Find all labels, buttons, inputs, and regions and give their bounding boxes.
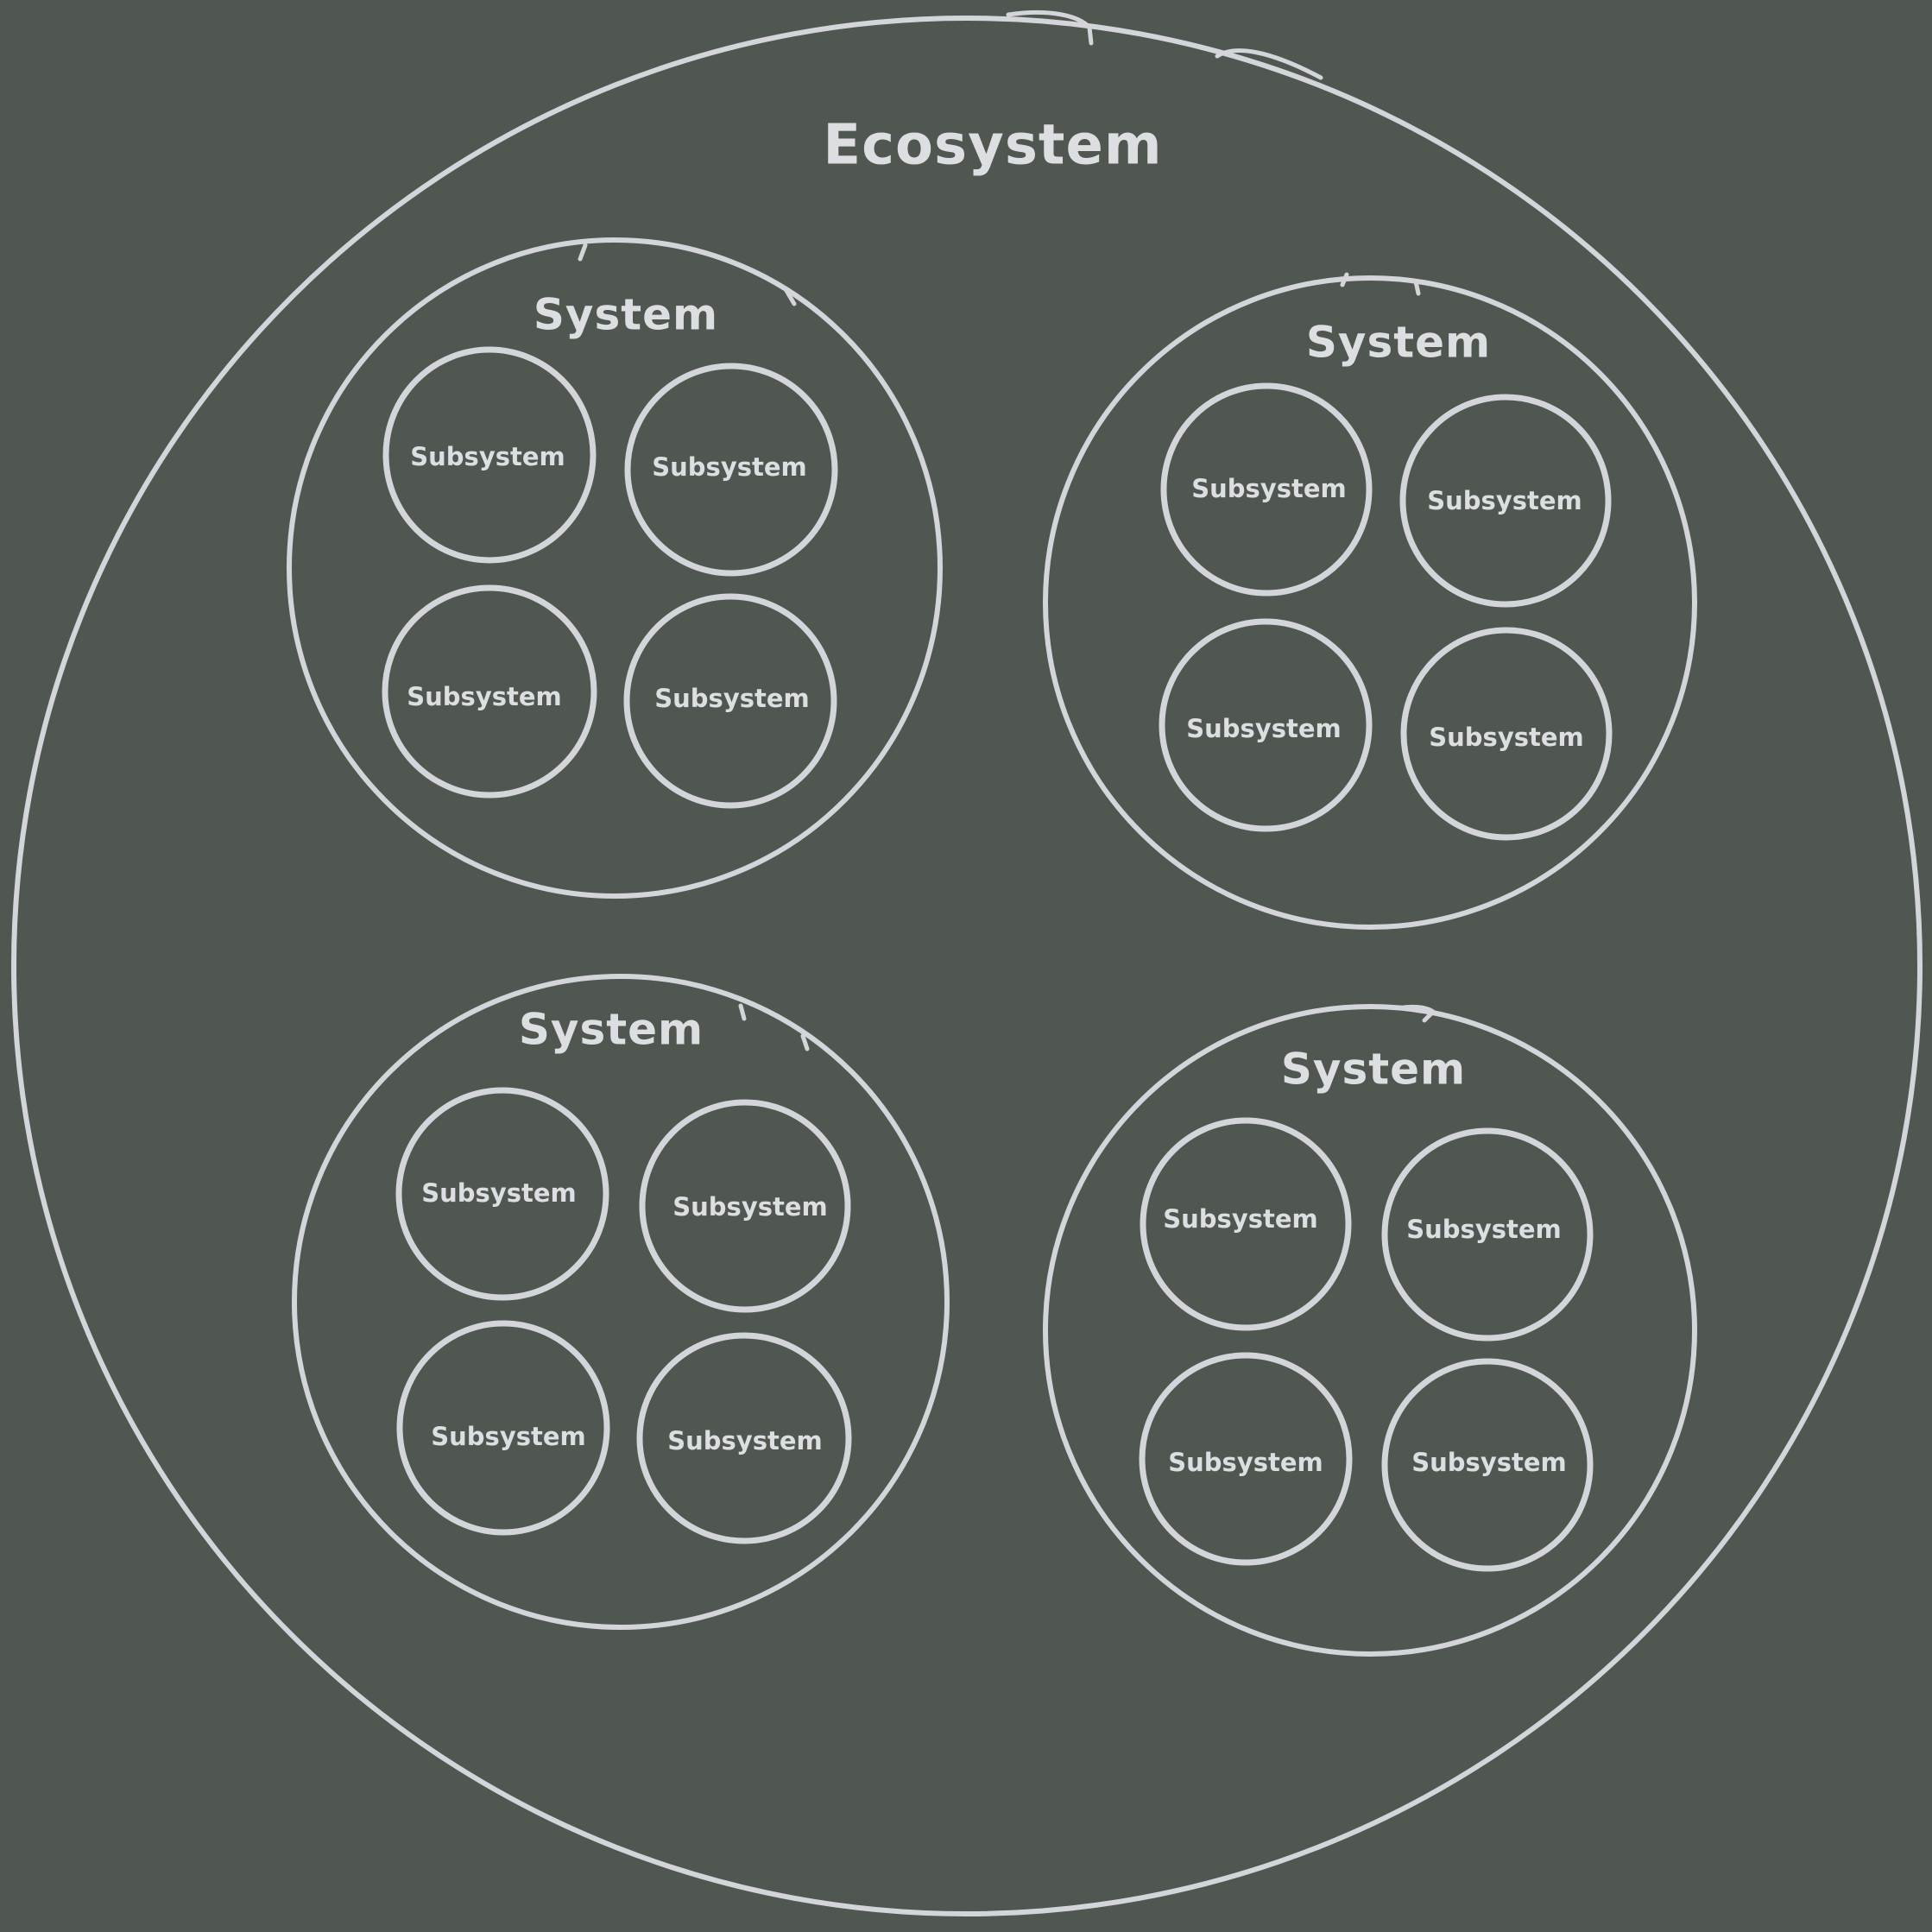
subsystem-label: Subsystem <box>1186 714 1341 743</box>
subsystem-circle <box>1159 618 1373 832</box>
subsystem-bottom-left: Subsystem <box>396 1320 610 1536</box>
subsystem-bottom-left: Subsystem <box>1159 618 1373 832</box>
subsystem-circle <box>1381 1127 1594 1342</box>
subsystem-top-left: Subsystem <box>382 346 597 564</box>
subsystem-circle <box>395 1087 609 1301</box>
ecosystem-group: Ecosystem <box>11 9 1923 1916</box>
ecosystem-circle-overstroke <box>1006 9 1323 80</box>
subsystem-label: Subsystem <box>1429 723 1583 752</box>
subsystem-top-left: Subsystem <box>1160 382 1373 597</box>
system-label: System <box>534 290 718 340</box>
subsystem-circle <box>636 1332 852 1544</box>
subsystem-label: Subsystem <box>410 442 565 471</box>
subsystem-circle <box>1400 627 1613 841</box>
subsystem-bottom-left: Subsystem <box>382 584 597 799</box>
subsystem-top-right: Subsystem <box>624 363 838 577</box>
subsystem-label: Subsystem <box>667 1426 822 1455</box>
subsystem-label: Subsystem <box>1191 474 1346 503</box>
system-group-bottom-right: System Subsystem Subsystem Subsystem Sub… <box>1043 1004 1697 1657</box>
subsystem-label: Subsystem <box>654 684 809 713</box>
system-group-top-right: System Subsystem Subsystem Subsystem Sub… <box>1043 272 1697 930</box>
subsystem-top-right: Subsystem <box>1381 1127 1594 1342</box>
system-label: System <box>1281 1045 1466 1095</box>
ecosystem-circle <box>11 16 1923 1916</box>
system-circle-overstroke <box>1396 1004 1436 1023</box>
subsystem-top-right: Subsystem <box>639 1099 851 1313</box>
subsystem-label: Subsystem <box>652 452 806 482</box>
system-circle <box>1043 1004 1697 1657</box>
subsystem-top-left: Subsystem <box>395 1087 609 1301</box>
subsystem-circle <box>382 346 597 564</box>
subsystem-circle <box>623 593 837 809</box>
subsystem-circle <box>1160 382 1373 597</box>
subsystem-label: Subsystem <box>1168 1448 1323 1477</box>
subsystem-label: Subsystem <box>431 1422 585 1451</box>
subsystem-circle <box>382 584 597 799</box>
subsystem-bottom-right: Subsystem <box>623 593 837 809</box>
subsystem-label: Subsystem <box>1163 1204 1317 1234</box>
ecosystem-label: Ecosystem <box>823 114 1162 178</box>
system-circle <box>287 237 943 899</box>
system-label: System <box>1306 318 1491 368</box>
subsystem-circle <box>1381 1358 1594 1572</box>
subsystem-circle <box>1139 1352 1353 1566</box>
subsystem-label: Subsystem <box>1427 486 1582 515</box>
system-circle <box>1043 275 1697 930</box>
system-circle-overstroke <box>738 1003 810 1051</box>
subsystem-label: Subsystem <box>407 682 561 711</box>
subsystem-circle <box>1399 394 1612 608</box>
subsystem-label: Subsystem <box>672 1192 827 1222</box>
subsystem-circle <box>1140 1117 1352 1331</box>
system-circle <box>292 974 950 1630</box>
subsystem-label: Subsystem <box>421 1178 576 1208</box>
subsystem-bottom-right: Subsystem <box>636 1332 852 1544</box>
subsystem-circle <box>396 1320 610 1536</box>
system-group-bottom-left: System Subsystem Subsystem Subsystem Sub… <box>292 974 950 1630</box>
system-group-top-left: System Subsystem Subsystem Subsystem Sub… <box>287 237 943 899</box>
subsystem-bottom-right: Subsystem <box>1381 1358 1594 1572</box>
subsystem-top-left: Subsystem <box>1140 1117 1352 1331</box>
subsystem-bottom-left: Subsystem <box>1139 1352 1353 1566</box>
system-circle-overstroke <box>578 243 797 306</box>
subsystem-label: Subsystem <box>1411 1448 1566 1477</box>
system-label: System <box>519 1005 704 1055</box>
subsystem-circle <box>639 1099 851 1313</box>
subsystem-bottom-right: Subsystem <box>1400 627 1613 841</box>
subsystem-top-right: Subsystem <box>1399 394 1612 608</box>
system-circle-overstroke <box>1340 272 1421 296</box>
subsystem-label: Subsystem <box>1406 1215 1561 1244</box>
subsystem-circle <box>624 363 838 577</box>
